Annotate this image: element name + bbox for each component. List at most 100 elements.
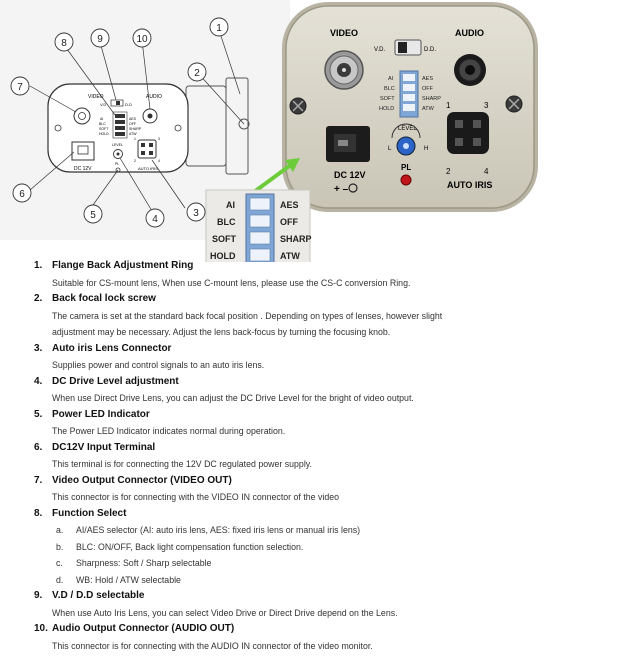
svg-text:1: 1 [134, 137, 136, 141]
item-title: Flange Back Adjustment Ring [52, 260, 194, 271]
small-dd-label: D.D [125, 102, 132, 107]
item-desc: This connector is for connecting with th… [52, 640, 373, 651]
svg-text:AES: AES [129, 117, 137, 121]
zoom-label-atw: ATW [280, 251, 300, 261]
svg-text:ATW: ATW [422, 106, 435, 112]
item-desc: This connector is for connecting with th… [52, 492, 340, 502]
callout-5: 5 [90, 210, 96, 221]
camera-diagram: VIDEO AUDIO V.D D.D AI BLC SOFT HOLD AES… [0, 0, 538, 262]
sub-item: a.AI/AES selector (AI: auto iris lens, A… [56, 525, 361, 535]
spec-item-7: 7.Video Output Connector (VIDEO OUT) Thi… [34, 473, 614, 506]
spec-item-8: 8.Function Select a.AI/AES selector (AI:… [34, 506, 614, 589]
svg-text:BLC: BLC [99, 122, 106, 126]
item-title: Function Select [52, 507, 127, 519]
switch-zoom-inset: AI BLC SOFT HOLD AES OFF SHARP ATW [205, 189, 312, 262]
small-led-icon [115, 167, 121, 173]
small-vd-label: V.D [100, 102, 106, 107]
small-bnc-icon [73, 107, 91, 125]
callout-9: 9 [97, 34, 103, 45]
svg-text:HOLD: HOLD [99, 132, 109, 136]
svg-text:2: 2 [134, 159, 136, 163]
svg-text:PL: PL [115, 162, 119, 166]
svg-text:H: H [424, 146, 428, 152]
spec-item-1: 1.Flange Back Adjustment Ring Suitable f… [34, 258, 614, 291]
svg-text:LEVEL: LEVEL [398, 126, 417, 132]
item-title: Power LED Indicator [52, 408, 150, 420]
item-title: Back focal lock screw [52, 293, 156, 304]
svg-text:3: 3 [158, 137, 160, 141]
rear-panel-photo: VIDEO AUDIO V.D. D.D. AI BLC SOFT HOLD A… [282, 2, 538, 212]
sub-item: b.BLC: ON/OFF, Back light compensation f… [56, 541, 304, 552]
small-video-label: VIDEO [88, 94, 104, 100]
svg-text:SOFT: SOFT [99, 127, 109, 131]
spec-item-2: 2.Back focal lock screw The camera is se… [34, 291, 614, 341]
svg-text:PL: PL [401, 163, 411, 172]
line-drawing: VIDEO AUDIO V.D D.D AI BLC SOFT HOLD AES… [10, 17, 250, 228]
item-title: DC Drive Level adjustment [52, 375, 179, 387]
item-title: Auto iris Lens Connector [52, 342, 172, 354]
item-desc: When use Direct Drive Lens, you can adju… [52, 393, 414, 403]
item-title: Video Output Connector (VIDEO OUT) [52, 474, 232, 486]
svg-text:SOFT: SOFT [380, 96, 395, 102]
small-level-knob-icon [113, 149, 123, 159]
zoom-label-sharp: SHARP [280, 234, 312, 244]
zoom-label-ai: AI [226, 200, 235, 210]
spec-item-10: 10.Audio Output Connector (AUDIO OUT) Th… [34, 621, 614, 654]
small-auto-iris-connector [137, 139, 157, 159]
small-audio-label: AUDIO [146, 94, 162, 100]
svg-text:AI: AI [100, 117, 103, 121]
camera-rear-panel-figure: VIDEO AUDIO V.D D.D AI BLC SOFT HOLD AES… [0, 0, 618, 262]
svg-text:4: 4 [484, 167, 489, 176]
zoom-label-soft: SOFT [212, 234, 237, 244]
svg-text:AES: AES [422, 76, 433, 82]
small-dc-label: DC 12V [74, 166, 92, 172]
svg-text:2: 2 [446, 167, 451, 176]
item-title: DC12V Input Terminal [52, 441, 156, 453]
small-dip-switch [112, 111, 128, 139]
item-title: V.D / D.D selectable [52, 590, 145, 601]
power-led-icon [400, 174, 412, 186]
item-title: Audio Output Connector (AUDIO OUT) [52, 623, 235, 634]
callout-8: 8 [61, 38, 67, 49]
svg-text:3: 3 [484, 101, 489, 110]
small-dc-jack-icon [71, 141, 95, 161]
large-video-label: VIDEO [330, 28, 358, 38]
large-auto-iris-label: AUTO IRIS [447, 180, 492, 190]
zoom-label-aes: AES [280, 200, 299, 210]
item-desc: When use Auto Iris Lens, you can select … [52, 607, 398, 618]
spec-item-3: 3.Auto iris Lens Connector Supplies powe… [34, 341, 614, 374]
small-auto-iris-label: AUTO IRIS [138, 166, 158, 171]
svg-text:HOLD: HOLD [379, 106, 394, 112]
item-desc: The camera is set at the standard back f… [52, 310, 443, 321]
spec-list: 1.Flange Back Adjustment Ring Suitable f… [34, 258, 614, 654]
callout-7: 7 [17, 82, 23, 93]
callout-10: 10 [136, 34, 148, 45]
sub-item: c.Sharpness: Soft / Sharp selectable [56, 558, 212, 568]
svg-text:SHARP: SHARP [129, 127, 142, 131]
spec-item-4: 4.DC Drive Level adjustment When use Dir… [34, 374, 614, 407]
item-desc: Supplies power and control signals to an… [52, 360, 265, 370]
lock-screw-icon [238, 118, 250, 130]
item-desc: This terminal is for connecting the 12V … [52, 459, 312, 469]
callout-3: 3 [193, 208, 199, 219]
svg-text:1: 1 [446, 101, 451, 110]
callout-1: 1 [216, 23, 222, 34]
svg-text:OFF: OFF [129, 122, 136, 126]
svg-text:BLC: BLC [384, 86, 395, 92]
svg-text:4: 4 [158, 159, 160, 163]
large-audio-label: AUDIO [455, 28, 484, 38]
svg-text:LEVEL: LEVEL [112, 143, 123, 147]
svg-text:V.D.: V.D. [374, 47, 385, 53]
spec-item-6: 6.DC12V Input Terminal This terminal is … [34, 440, 614, 473]
callout-2: 2 [194, 68, 200, 79]
polarity-symbol: + – [334, 184, 349, 195]
zoom-label-blc: BLC [217, 217, 236, 227]
svg-text:SHARP: SHARP [422, 96, 441, 102]
item-desc: adjustment may be necessary. Adjust the … [52, 327, 391, 337]
item-desc: Suitable for CS-mount lens, When use C-m… [52, 277, 411, 288]
spec-item-9: 9.V.D / D.D selectable When use Auto Iri… [34, 588, 614, 621]
large-dc-label: DC 12V [334, 170, 366, 180]
sub-item: d.WB: Hold / ATW selectable [56, 574, 181, 585]
spec-item-5: 5.Power LED Indicator The Power LED Indi… [34, 407, 614, 440]
item-desc: The Power LED Indicator indicates normal… [52, 426, 286, 436]
